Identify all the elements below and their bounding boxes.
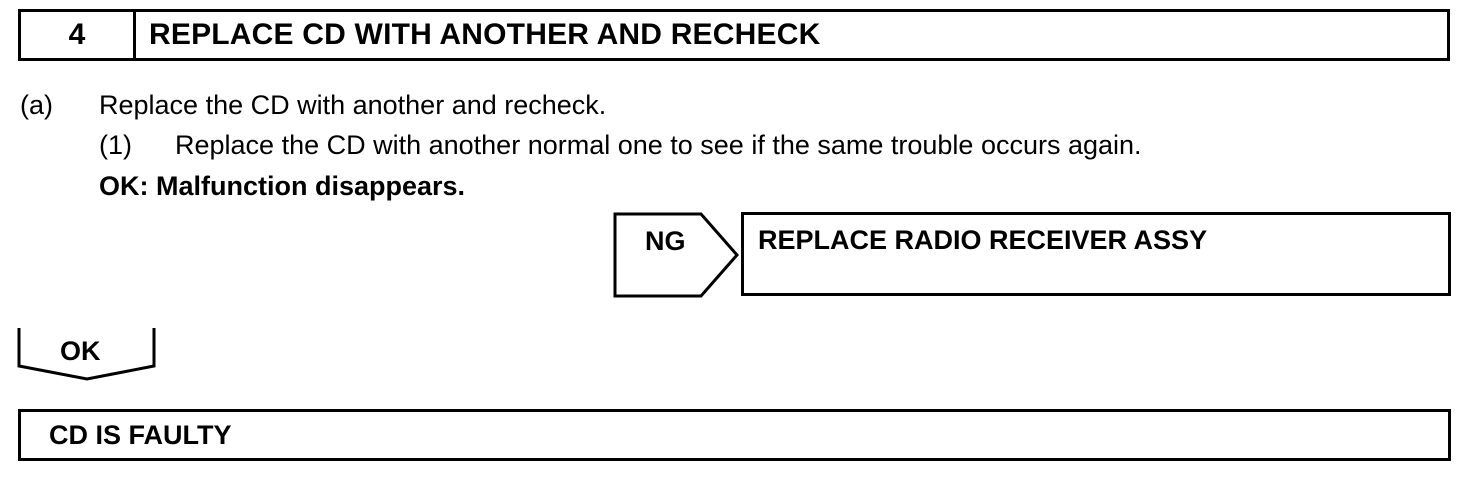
ng-result-box: REPLACE RADIO RECEIVER ASSY <box>741 212 1451 296</box>
item-1-label: (1) <box>99 130 132 160</box>
ng-result-text: REPLACE RADIO RECEIVER ASSY <box>758 225 1208 255</box>
item-a-text: Replace the CD with another and recheck. <box>99 90 607 120</box>
step-title: REPLACE CD WITH ANOTHER AND RECHECK <box>149 18 821 51</box>
ok-result-text: CD IS FAULTY <box>49 420 232 450</box>
ok-label: OK <box>60 336 101 366</box>
ng-arrow-shape <box>613 212 739 298</box>
ok-arrow-shape <box>17 328 156 381</box>
step-header: 4 REPLACE CD WITH ANOTHER AND RECHECK <box>18 9 1450 61</box>
ok-result-box: CD IS FAULTY <box>18 409 1451 461</box>
item-a-label: (a) <box>20 90 53 120</box>
ok-condition: OK: Malfunction disappears. <box>99 171 466 201</box>
item-1-text: Replace the CD with another normal one t… <box>175 130 1142 160</box>
ng-label: NG <box>645 226 686 256</box>
step-number: 4 <box>21 12 136 58</box>
